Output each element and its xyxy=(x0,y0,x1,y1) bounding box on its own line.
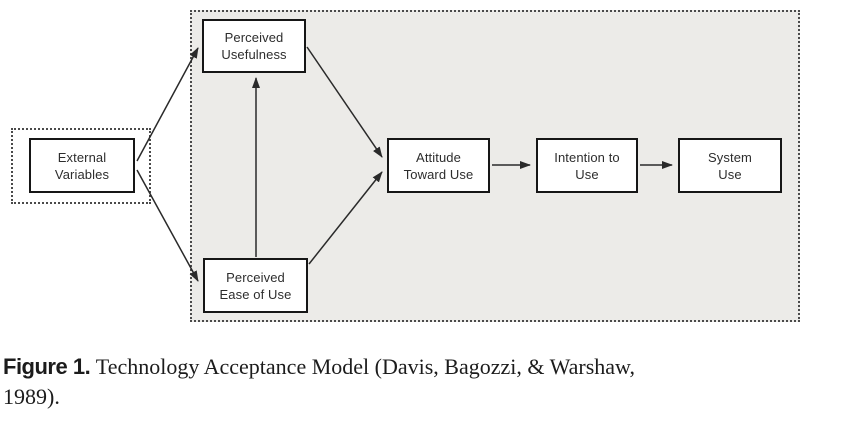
node-label-line: External xyxy=(57,149,107,165)
node-label-line: Ease of Use xyxy=(219,286,292,302)
node-perceived-usefulness: Perceived Usefulness xyxy=(202,19,306,73)
node-label-line: System xyxy=(708,149,752,165)
figure-caption-text-line1: Technology Acceptance Model (Davis, Bago… xyxy=(95,354,635,379)
node-external-variables: External Variables xyxy=(29,138,135,193)
node-label-line: Use xyxy=(575,166,599,182)
node-label-line: Attitude xyxy=(416,149,461,165)
node-intention-to-use: Intention to Use xyxy=(536,138,638,193)
figure-caption-text-line2: 1989). xyxy=(3,384,60,409)
node-label-line: Perceived xyxy=(224,30,284,45)
node-perceived-ease-of-use: Perceived Ease of Use xyxy=(203,258,308,313)
node-label-line: Variables xyxy=(54,166,110,182)
node-label-line: Perceived xyxy=(226,269,285,285)
node-label-line: Usefulness xyxy=(221,47,287,62)
figure-caption-label: Figure 1. xyxy=(3,354,96,379)
node-label-line: Toward Use xyxy=(403,166,474,182)
figure-caption: Figure 1. Technology Acceptance Model (D… xyxy=(3,352,703,412)
node-label-line: Intention to xyxy=(554,149,620,165)
node-attitude-toward-use: Attitude Toward Use xyxy=(387,138,490,193)
node-system-use: System Use xyxy=(678,138,782,193)
node-label-line: Use xyxy=(718,166,742,182)
